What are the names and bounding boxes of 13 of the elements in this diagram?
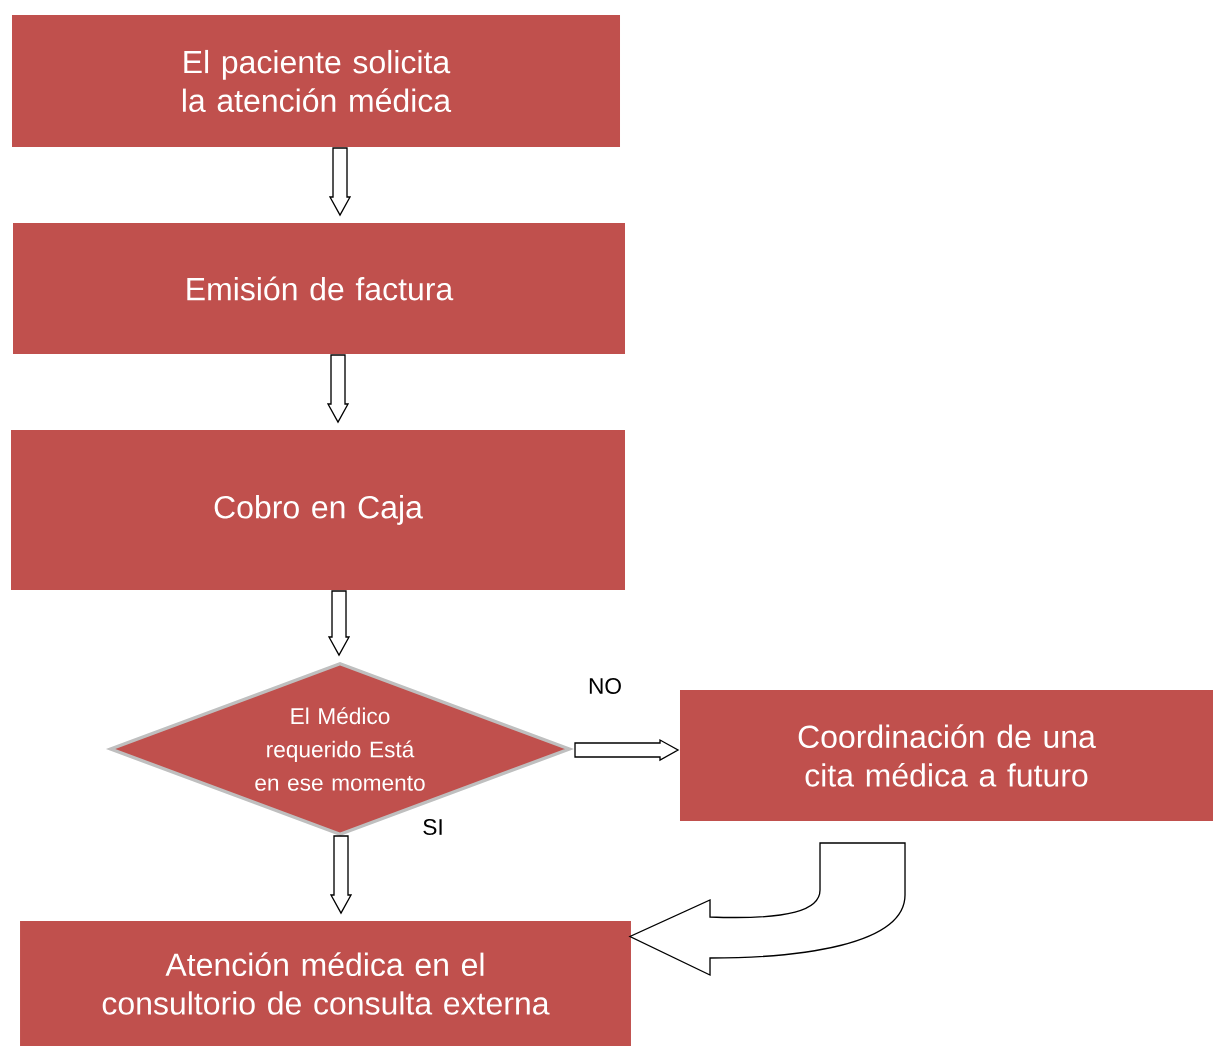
edge-label: SI [420,817,446,837]
process-box: Emisión de factura [13,223,625,354]
block-arrow [329,835,353,915]
block-arrow [328,147,352,217]
block-arrow [326,354,350,424]
process-box: Coordinación de una cita médica a futuro [680,690,1213,821]
block-arrow [327,590,351,657]
block-arrow [629,842,906,976]
process-box: Cobro en Caja [11,430,625,590]
edge-label: NO [586,676,624,696]
process-box: El paciente solicita la atención médica [12,15,620,147]
process-box: Atención médica en el consultorio de consulta externa [20,921,631,1046]
block-arrow [574,738,680,762]
